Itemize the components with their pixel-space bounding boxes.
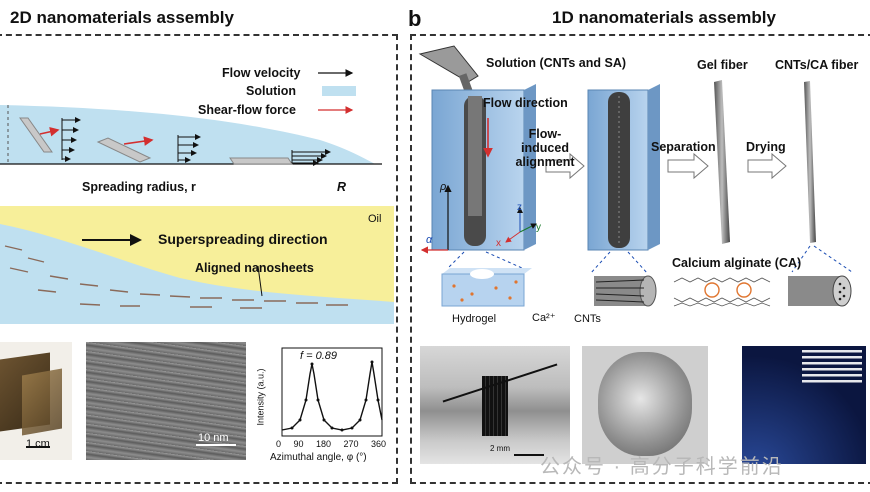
y-axis: y [536, 222, 541, 233]
chart-ticks: 0 90 180 270 360 [276, 439, 386, 449]
ca-ion-label: Ca²⁺ [532, 312, 556, 324]
x-axis: x [496, 238, 501, 249]
cnt-ca-fiber-label: CNTs/CA fiber [775, 58, 859, 72]
watermark: 公众号 · 高分子科学前沿 [540, 456, 784, 478]
spreading-diagram [0, 69, 382, 166]
tick-270: 270 [343, 439, 359, 449]
legend-shear-force: Shear-flow force [198, 103, 296, 117]
scale-1cm: 1 cm [26, 438, 50, 450]
solution-label: Solution (CNTs and SA) [486, 56, 627, 70]
panel-a-title: 2D nanomaterials assembly [10, 8, 234, 27]
tick-90: 90 [293, 439, 304, 449]
superspreading-diagram [0, 206, 394, 324]
radius-end: R [337, 180, 347, 194]
chart-xlabel: Azimuthal angle, φ (°) [270, 452, 367, 463]
panel-b-letter: b [408, 6, 422, 31]
alpha-axis: α [426, 234, 433, 246]
scale-10nm: 10 nm [198, 432, 229, 444]
film-photo [0, 342, 72, 460]
z-axis: z [517, 202, 522, 213]
scale-2mm: 2 mm [490, 444, 510, 453]
drying-label: Drying [746, 140, 786, 154]
panel-b-title: 1D nanomaterials assembly [552, 8, 776, 27]
fiber-process-diagram [418, 45, 853, 307]
cnts-label: CNTs [574, 313, 601, 325]
panel-b-frame [410, 34, 870, 484]
tick-0: 0 [276, 439, 282, 449]
legend-solution: Solution [246, 84, 296, 98]
panel-a-frame [0, 34, 398, 484]
separation-label: Separation [651, 140, 716, 154]
oil-label: Oil [368, 213, 382, 225]
gel-fiber-label: Gel fiber [697, 58, 748, 72]
legend-flow-velocity: Flow velocity [222, 66, 301, 80]
alignment-label: Flow-induced alignment [515, 127, 575, 169]
calcium-alginate-label: Calcium alginate (CA) [672, 256, 802, 270]
tick-180: 180 [315, 439, 331, 449]
flow-direction-label: Flow direction [483, 96, 568, 110]
xray-pattern [742, 346, 866, 464]
radius-label: Spreading radius, r [82, 180, 196, 194]
chart-ylabel: Intensity (a.u.) [255, 368, 266, 426]
fiber-wrap-photo [420, 346, 570, 464]
sem-photo [582, 346, 708, 464]
superspreading-label: Superspreading direction [158, 231, 328, 247]
f-label: f = 0.89 [300, 350, 338, 362]
azimuthal-chart [281, 347, 383, 437]
azimuthal-curve [281, 361, 383, 431]
tem-image [86, 342, 246, 460]
rho-axis: ρ [440, 181, 447, 193]
hydrogel-label: Hydrogel [452, 313, 497, 325]
aligned-nanosheets-label: Aligned nanosheets [195, 261, 314, 275]
tick-360: 360 [370, 439, 386, 449]
